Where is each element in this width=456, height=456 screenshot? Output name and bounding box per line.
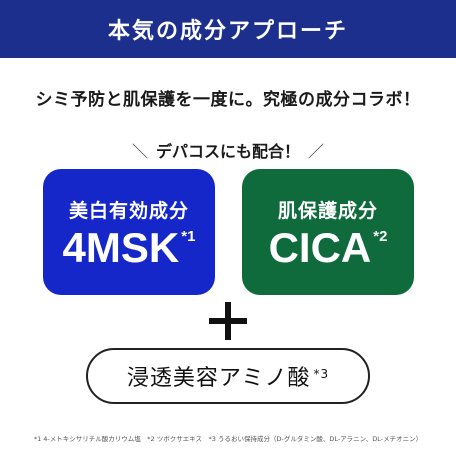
plus-icon	[205, 298, 251, 344]
headline: シミ予防と肌保護を一度に。究極の成分コラボ！	[35, 90, 421, 110]
card-ingredient-name: 4MSK	[62, 223, 180, 271]
card-title: 美白有効成分	[68, 199, 189, 222]
footnote: *1 4-メトキシサリチル酸カリウム塩 *2 ツボクサエキス *3 うるおい保持…	[33, 435, 423, 443]
card-footnote-mark: *1	[181, 227, 196, 245]
callout: ＼ デパコスにも配合！ ／	[0, 138, 456, 162]
callout-left-mark: ＼	[131, 142, 148, 161]
card-ingredient-name: CICA	[268, 223, 372, 271]
card-title: 肌保護成分	[277, 199, 378, 222]
callout-text: デパコスにも配合！	[155, 142, 300, 161]
header-banner: 本気の成分アプローチ	[0, 0, 456, 58]
pill-footnote-mark: *3	[313, 367, 330, 381]
pill-text: 浸透美容アミノ酸	[126, 366, 311, 391]
card-4msk: 美白有効成分 4MSK*1	[43, 169, 215, 295]
amino-acid-pill: 浸透美容アミノ酸*3	[86, 348, 370, 404]
card-ingredient: 4MSK*1	[62, 223, 196, 271]
banner-title: 本気の成分アプローチ	[107, 19, 348, 44]
callout-right-mark: ／	[308, 142, 325, 161]
card-footnote-mark: *2	[373, 227, 388, 245]
card-ingredient: CICA*2	[268, 223, 388, 271]
card-cica: 肌保護成分 CICA*2	[242, 169, 414, 295]
